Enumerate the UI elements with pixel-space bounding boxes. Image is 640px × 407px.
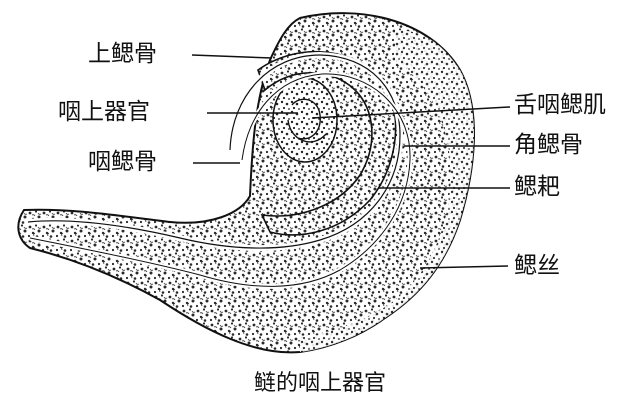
label-upper-gill-bone: 上鳃骨: [88, 43, 157, 66]
figure-caption: 鲢的咽上器官: [0, 373, 640, 395]
label-gill-raker: 鳃耙: [514, 176, 560, 199]
leader-upper-gill-bone: [192, 55, 272, 58]
spiral-center: [273, 78, 337, 162]
label-pharyngobranchial: 咽鳃骨: [88, 151, 157, 174]
label-gill-filament: 鳃丝: [514, 255, 560, 278]
label-epibranchial-organ: 咽上器官: [58, 101, 150, 124]
label-ceratobranchial: 角鳃骨: [514, 134, 583, 157]
label-tongue-pharynx-gill-muscle: 舌咽鳃肌: [514, 94, 606, 117]
